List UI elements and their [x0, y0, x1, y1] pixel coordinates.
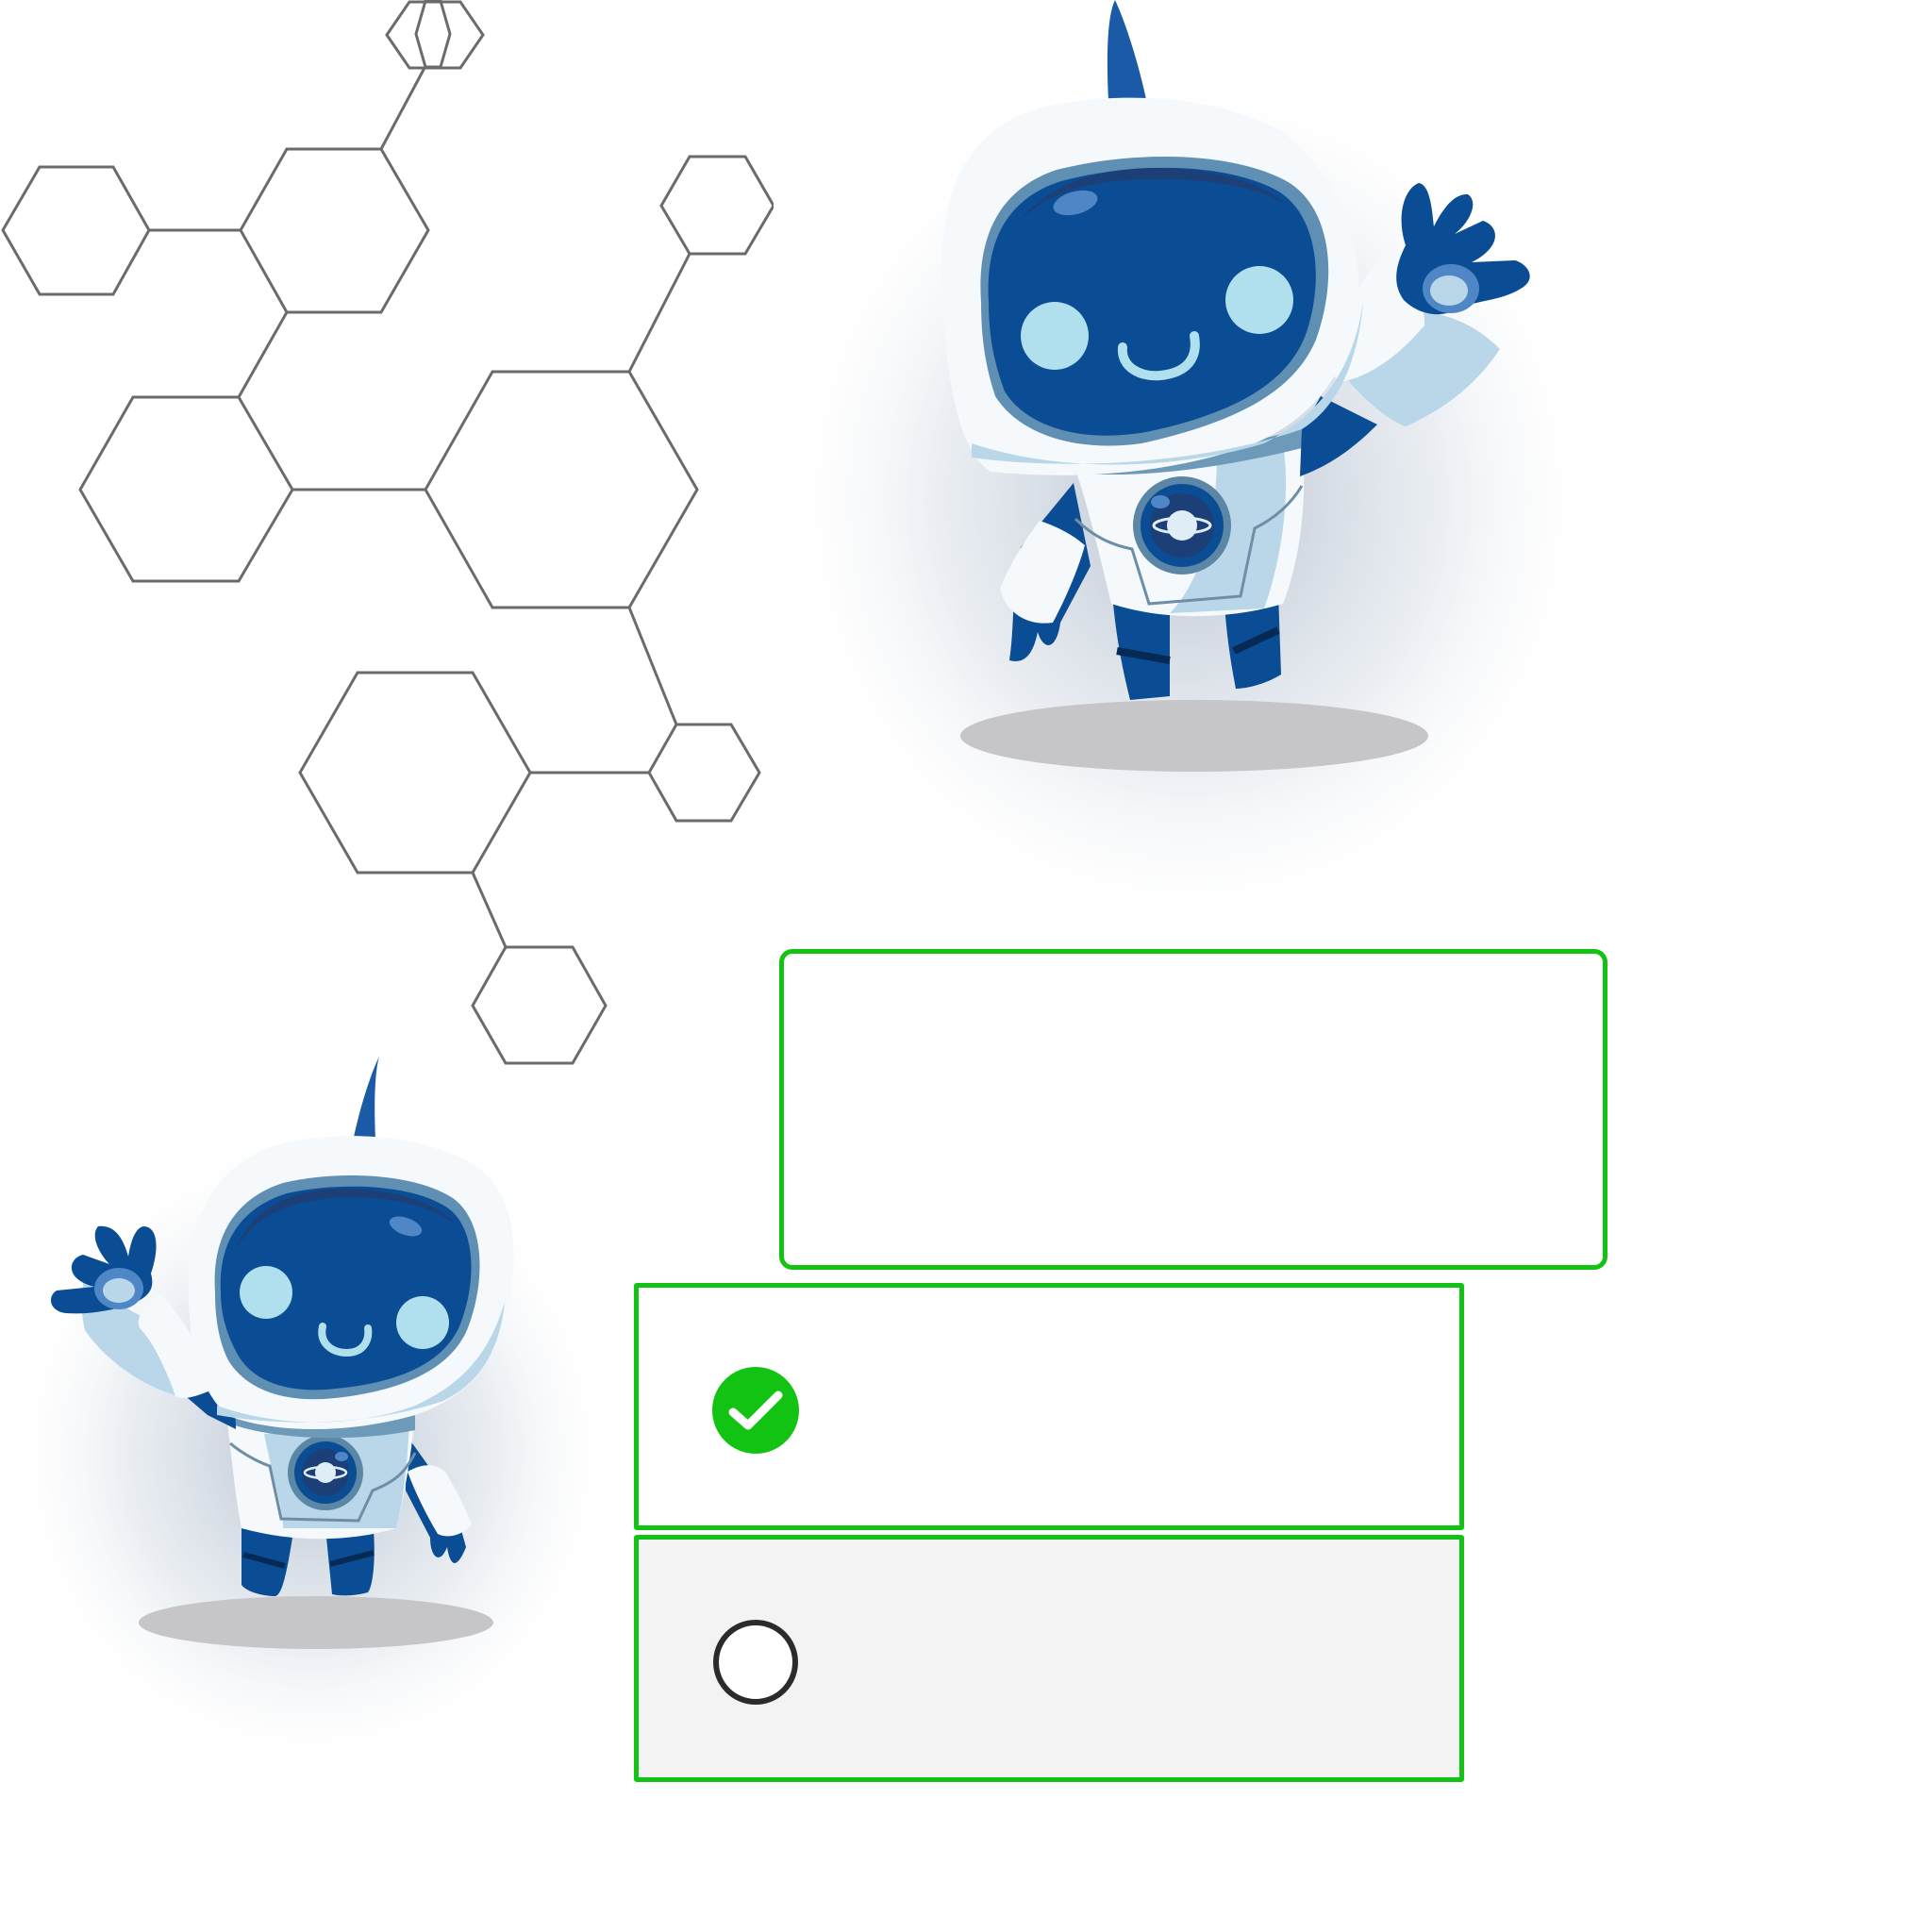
answer-option-unselected[interactable] [634, 1535, 1464, 1782]
answer-option-selected[interactable] [634, 1283, 1464, 1530]
waving-robot-icon [769, 0, 1608, 943]
radio-empty-icon [713, 1620, 798, 1705]
question-card [779, 949, 1607, 1270]
waving-robot-large [769, 0, 1623, 943]
waving-robot-icon [0, 1057, 623, 1778]
hexagon-network-icon [1, 0, 774, 1065]
waving-robot-small [0, 1057, 623, 1778]
checkmark-icon [712, 1367, 799, 1454]
